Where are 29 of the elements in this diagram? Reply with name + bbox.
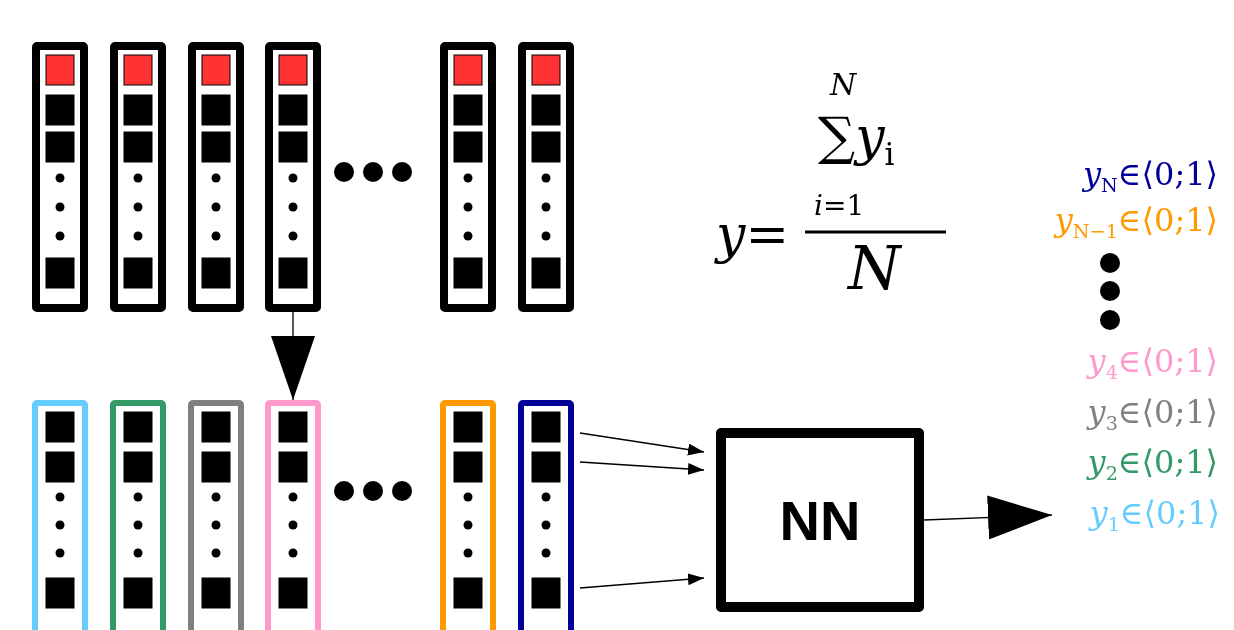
output-formula: y$_{3}$∈⟨0;1⟩ <box>1087 396 1218 434</box>
output-formula: y$_{N}$∈⟨0;1⟩ <box>1082 158 1218 196</box>
formula-upper-limit: N <box>830 70 857 100</box>
output-formula: y$_{N−1}$∈⟨0;1⟩ <box>1054 204 1218 242</box>
formula-sum: ∑y$_{i}$ <box>818 110 895 171</box>
arrow <box>923 495 1053 540</box>
feature-column <box>265 400 321 630</box>
arrow <box>579 573 705 589</box>
arrow <box>579 432 705 456</box>
arrow <box>271 311 315 401</box>
network-box <box>716 428 924 612</box>
feature-column <box>110 400 166 630</box>
feature-column <box>32 400 88 630</box>
formula-lower-limit: i=1 <box>814 192 865 220</box>
output-formula: y$_{4}$∈⟨0;1⟩ <box>1087 345 1218 383</box>
feature-column <box>440 42 496 312</box>
formula-denominator: N <box>848 238 901 298</box>
network-label: NN <box>779 487 861 553</box>
output-formula: y$_{2}$∈⟨0;1⟩ <box>1087 446 1218 484</box>
feature-column <box>188 42 244 312</box>
feature-column <box>110 42 166 312</box>
output-formula: y$_{1}$∈⟨0;1⟩ <box>1089 497 1220 535</box>
arrow <box>579 461 705 475</box>
feature-column <box>518 42 574 312</box>
feature-column <box>32 42 88 312</box>
feature-column <box>265 42 321 312</box>
feature-column <box>188 400 244 630</box>
feature-column <box>518 400 574 630</box>
feature-column <box>440 400 496 630</box>
